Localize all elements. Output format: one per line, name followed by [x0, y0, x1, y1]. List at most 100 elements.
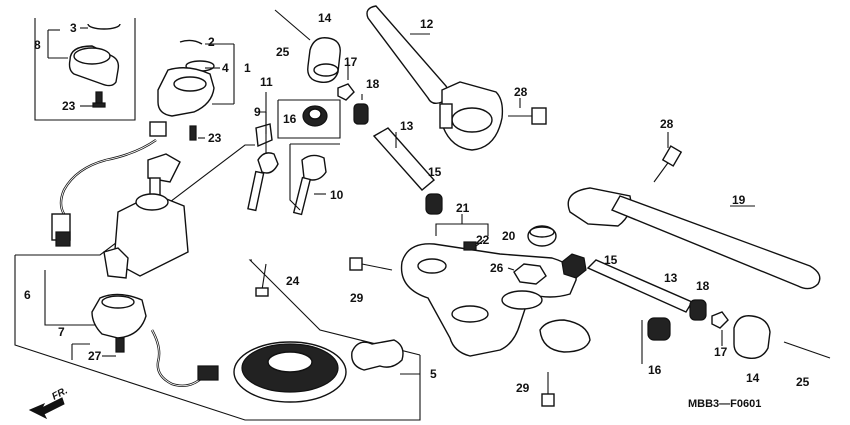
front-direction-label: FR. — [50, 385, 69, 402]
bolt-29b-head — [541, 393, 555, 407]
callout-5: 5 — [430, 367, 437, 381]
callout-21: 21 — [456, 201, 470, 215]
callout-13-right: 13 — [664, 271, 678, 285]
handlebar-left-group — [366, 5, 504, 151]
nuts-group — [507, 225, 557, 285]
inner-weight-13b — [586, 259, 694, 313]
callout-19: 19 — [732, 193, 746, 207]
front-direction-indicator: FR. — [28, 385, 70, 420]
callout-15-right: 15 — [604, 253, 618, 267]
callout-29-lower: 29 — [516, 381, 530, 395]
collar-17b — [711, 311, 729, 329]
steering-lock-cylinder — [135, 193, 169, 211]
inner-weight-13 — [372, 127, 436, 191]
rubber-15 — [425, 193, 443, 215]
screw-23-head — [92, 102, 106, 108]
fuel-lock-group — [14, 255, 421, 421]
callout-labels: 3 8 2 4 1 23 23 14 25 17 18 16 11 9 10 1… — [24, 11, 810, 395]
steering-lock-group — [15, 144, 255, 279]
callout-20: 20 — [502, 229, 516, 243]
bolt-28b-head — [661, 145, 683, 167]
inner-weight-left-group — [372, 127, 443, 215]
key-blade-9 — [247, 170, 265, 212]
steering-lock-pin — [103, 247, 129, 279]
callout-13-left: 13 — [400, 119, 414, 133]
bolt-28-right-group — [653, 132, 683, 183]
callout-12: 12 — [420, 17, 434, 31]
callout-18-right: 18 — [696, 279, 710, 293]
callout-3: 3 — [70, 21, 77, 35]
bolt-29-head — [349, 257, 363, 271]
callout-15-left: 15 — [428, 165, 442, 179]
top-bridge-steering-boss — [539, 319, 591, 353]
key-tag — [255, 123, 273, 148]
handlebar-right-group — [567, 187, 821, 290]
label-22 — [463, 241, 477, 251]
callout-17-right: 17 — [714, 345, 728, 359]
screw-27-part — [115, 337, 125, 353]
fuel-lock-cylinder — [351, 339, 404, 371]
nut-26 — [513, 263, 547, 285]
damper-16b — [647, 317, 671, 341]
callout-16-right: 16 — [648, 363, 662, 377]
key-cover-group — [34, 18, 136, 121]
seat-lock-connector — [197, 365, 219, 381]
callout-4: 4 — [222, 61, 229, 75]
top-bridge-group — [400, 214, 591, 357]
diagram-code: MBB3—F0601 — [688, 398, 761, 410]
callout-17-left: 17 — [344, 55, 358, 69]
screw-24-group — [255, 263, 269, 297]
snap-ring-2 — [179, 39, 203, 45]
callout-16-left: 16 — [283, 112, 297, 126]
key-cover-hole — [73, 47, 111, 65]
callout-14-left: 14 — [318, 11, 332, 25]
callout-28-right: 28 — [660, 117, 674, 131]
connector-plug — [55, 231, 71, 247]
screw-25b-part — [783, 341, 831, 359]
callout-9: 9 — [254, 105, 261, 119]
handlebar-mount — [439, 103, 453, 129]
callout-1: 1 — [244, 61, 251, 75]
screw-23-part — [95, 91, 103, 105]
key-head-9 — [257, 152, 279, 174]
ignition-switch-group — [51, 39, 235, 247]
callout-27: 27 — [88, 349, 102, 363]
callout-26: 26 — [490, 261, 504, 275]
ignition-switch-body — [157, 67, 215, 117]
damper-group — [277, 99, 341, 139]
callout-25-right: 25 — [796, 375, 810, 389]
callout-22: 22 — [476, 233, 490, 247]
screw-25-part — [274, 9, 311, 41]
callout-23-left: 23 — [62, 99, 76, 113]
front-arrow-icon — [28, 397, 65, 420]
callout-14-right: 14 — [746, 371, 760, 385]
callout-24: 24 — [286, 274, 300, 288]
callout-6: 6 — [24, 288, 31, 302]
callout-28-upper: 28 — [514, 85, 528, 99]
callout-23-right: 23 — [208, 131, 222, 145]
group-bracket-8 — [34, 18, 136, 121]
callout-8: 8 — [34, 38, 41, 52]
screw-23b-part — [189, 125, 197, 141]
snap-ring-part — [87, 23, 121, 30]
callout-25-left: 25 — [276, 45, 290, 59]
bolt-28-upper-group — [508, 98, 547, 125]
handle-weight-14b — [733, 315, 771, 359]
handlebar-clamp-19 — [567, 187, 632, 227]
handle-weight-right-group — [561, 253, 831, 364]
ignition-switch-neck — [149, 121, 167, 137]
callout-7: 7 — [58, 325, 65, 339]
key-blade-10 — [292, 176, 312, 216]
keys-group — [247, 92, 340, 216]
ignition-switch-top — [173, 76, 207, 92]
screw-24-head — [255, 287, 269, 297]
bolt-28-head — [531, 107, 547, 125]
handlebar-grip-19 — [610, 195, 821, 290]
callout-10: 10 — [330, 188, 344, 202]
callout-2: 2 — [208, 35, 215, 49]
key-head-10 — [301, 154, 327, 181]
bolt-29-group — [349, 257, 555, 407]
handle-weight-left-group — [274, 9, 369, 125]
rubber-15b — [561, 253, 587, 279]
